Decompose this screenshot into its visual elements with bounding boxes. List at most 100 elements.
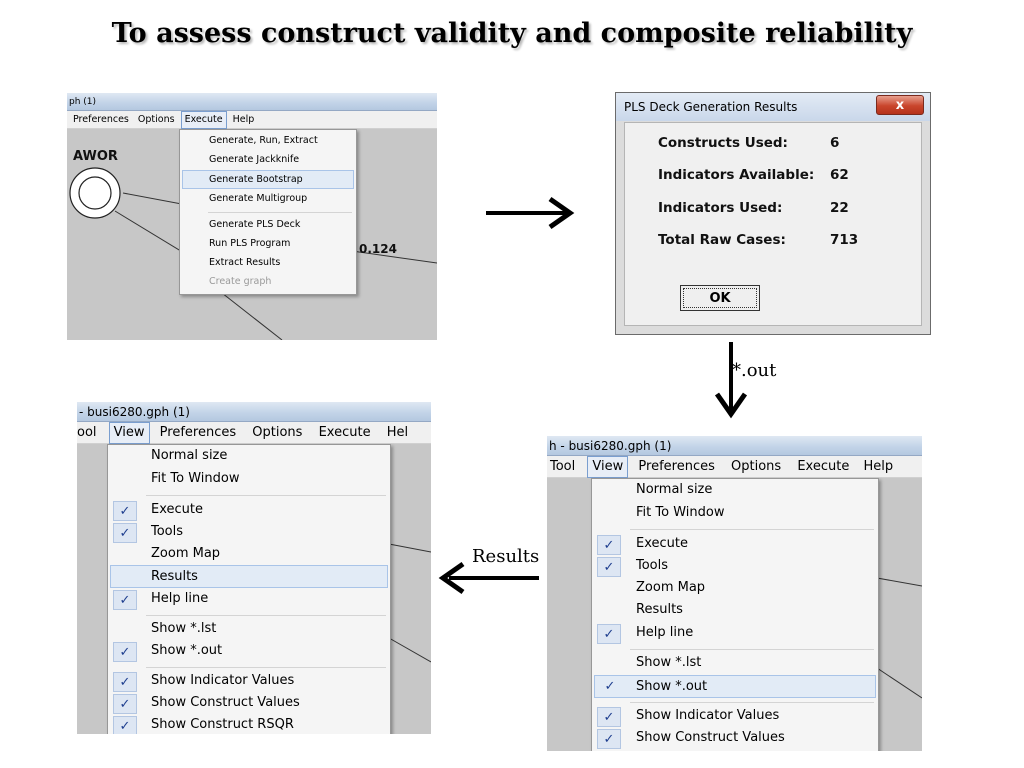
menu-item-results[interactable]: Results — [636, 602, 683, 617]
menu-item-show-construct-values[interactable]: Show Construct Values — [636, 730, 785, 745]
menu-item-show-construct-values[interactable]: Show Construct Values — [151, 695, 300, 710]
path-line — [122, 192, 188, 206]
menu-tool[interactable]: Tool — [550, 459, 576, 474]
menu-item-tools[interactable]: Tools — [636, 558, 669, 573]
window-titlebar: h - busi6280.gph (1) — [547, 436, 922, 456]
menu-tool[interactable]: ool — [77, 425, 97, 440]
menu-item-fit-to-window[interactable]: Fit To Window — [151, 471, 240, 486]
menu-item-extract-results[interactable]: Extract Results — [209, 257, 281, 268]
menu-item-generate-bootstrap[interactable]: Generate Bootstrap — [182, 170, 354, 189]
menu-separator — [146, 615, 386, 616]
menu-item-run-pls-program[interactable]: Run PLS Program — [209, 238, 291, 249]
menu-item-generate-pls-deck[interactable]: Generate PLS Deck — [209, 219, 301, 230]
menu-item-help-line[interactable]: Help line — [636, 625, 694, 640]
row-value-indicators-used: 22 — [830, 200, 849, 216]
window-titlebar: - busi6280.gph (1) — [77, 402, 431, 422]
menu-item-tools[interactable]: Tools — [151, 524, 184, 539]
menu-bar: ool View Preferences Options Execute Hel — [77, 422, 431, 444]
window-title: h - busi6280.gph (1) — [549, 439, 672, 453]
check-icon: ✓ — [597, 729, 621, 749]
row-label-constructs-used: Constructs Used: — [658, 135, 788, 151]
out-label: *.out — [732, 360, 777, 381]
menu-options[interactable]: Options — [137, 114, 175, 125]
results-label: Results — [472, 546, 540, 567]
menu-execute[interactable]: Execute — [797, 459, 850, 474]
menu-item-generate-jackknife[interactable]: Generate Jackknife — [209, 154, 300, 165]
slide-title: To assess construct validity and composi… — [111, 18, 913, 49]
menu-item-zoom-map[interactable]: Zoom Map — [636, 580, 706, 595]
menu-item-zoom-map[interactable]: Zoom Map — [151, 546, 221, 561]
dialog-close-button[interactable]: x — [876, 95, 924, 115]
menu-execute[interactable]: Execute — [318, 425, 371, 440]
check-icon: ✓ — [113, 590, 137, 610]
construct-node-inner — [78, 176, 112, 210]
path-line — [351, 250, 437, 264]
window-title: - busi6280.gph (1) — [79, 405, 190, 419]
check-icon: ✓ — [604, 678, 616, 694]
model-canvas — [876, 577, 922, 699]
ok-button[interactable]: OK — [680, 285, 760, 311]
execute-menu-screenshot: ph (1) Preferences Options Execute Help … — [67, 93, 437, 340]
menu-item-fit-to-window[interactable]: Fit To Window — [636, 505, 725, 520]
menu-help[interactable]: Help — [232, 114, 255, 125]
path-coefficient: 0.124 — [359, 242, 397, 256]
check-icon: ✓ — [113, 716, 137, 734]
menu-item-label: Results — [151, 569, 198, 584]
menu-separator — [208, 212, 352, 213]
menu-execute[interactable]: Execute — [180, 111, 227, 129]
menu-separator — [146, 495, 386, 496]
check-icon: ✓ — [113, 501, 137, 521]
menu-item-label: Show *.out — [636, 679, 708, 694]
check-icon: ✓ — [113, 523, 137, 543]
execute-dropdown: Generate, Run, Extract Generate Jackknif… — [179, 129, 357, 295]
check-icon: ✓ — [113, 642, 137, 662]
view-menu-screenshot-results: - busi6280.gph (1) ool View Preferences … — [77, 402, 431, 734]
menu-item-show-lst[interactable]: Show *.lst — [151, 621, 217, 636]
view-dropdown: Normal size Fit To Window ✓ Execute ✓ To… — [591, 478, 879, 751]
row-label-indicators-available: Indicators Available: — [658, 167, 815, 183]
menu-separator — [630, 702, 874, 703]
menu-item-generate-run-extract[interactable]: Generate, Run, Extract — [209, 135, 318, 146]
pls-deck-results-dialog: PLS Deck Generation Results x Constructs… — [615, 92, 931, 335]
menu-view[interactable]: View — [108, 422, 150, 444]
menu-item-normal-size[interactable]: Normal size — [636, 482, 713, 497]
menu-bar: Tool View Preferences Options Execute He… — [547, 456, 922, 478]
menu-preferences[interactable]: Preferences — [73, 114, 129, 125]
menu-item-label: Generate Bootstrap — [209, 174, 303, 185]
menu-preferences[interactable]: Preferences — [159, 425, 237, 440]
menu-item-show-indicator-values[interactable]: Show Indicator Values — [636, 708, 780, 723]
window-titlebar: ph (1) — [67, 93, 437, 111]
menu-preferences[interactable]: Preferences — [638, 459, 715, 474]
menu-options[interactable]: Options — [252, 425, 303, 440]
menu-item-show-out[interactable]: ✓ Show *.out — [594, 675, 876, 698]
arrow-down-icon — [714, 342, 748, 419]
menu-item-show-indicator-values[interactable]: Show Indicator Values — [151, 673, 295, 688]
view-menu-screenshot-out: h - busi6280.gph (1) Tool View Preferenc… — [547, 436, 922, 751]
model-canvas — [388, 543, 431, 663]
menu-options[interactable]: Options — [731, 459, 782, 474]
check-icon: ✓ — [113, 694, 137, 714]
menu-help[interactable]: Help — [863, 459, 894, 474]
menu-item-generate-multigroup[interactable]: Generate Multigroup — [209, 193, 308, 204]
menu-item-show-construct-rsqr[interactable]: Show Construct RSQR — [151, 717, 294, 732]
arrow-right-icon — [486, 196, 575, 230]
menu-separator — [630, 649, 874, 650]
menu-item-execute[interactable]: Execute — [636, 536, 688, 551]
row-value-constructs-used: 6 — [830, 135, 840, 151]
view-dropdown: Normal size Fit To Window ✓ Execute ✓ To… — [107, 444, 391, 734]
menu-view[interactable]: View — [587, 456, 629, 478]
dialog-body — [624, 122, 922, 326]
menu-item-create-graph: Create graph — [209, 276, 272, 287]
menu-item-normal-size[interactable]: Normal size — [151, 448, 228, 463]
menu-item-show-lst[interactable]: Show *.lst — [636, 655, 702, 670]
row-value-indicators-available: 62 — [830, 167, 849, 183]
row-label-indicators-used: Indicators Used: — [658, 200, 783, 216]
menu-item-help-line[interactable]: Help line — [151, 591, 209, 606]
menu-separator — [630, 529, 874, 530]
check-icon: ✓ — [113, 672, 137, 692]
menu-item-execute[interactable]: Execute — [151, 502, 203, 517]
menu-help[interactable]: Hel — [386, 425, 409, 440]
row-label-total-raw-cases: Total Raw Cases: — [658, 232, 786, 248]
menu-item-show-out[interactable]: Show *.out — [151, 643, 223, 658]
menu-item-results[interactable]: Results — [110, 565, 388, 588]
